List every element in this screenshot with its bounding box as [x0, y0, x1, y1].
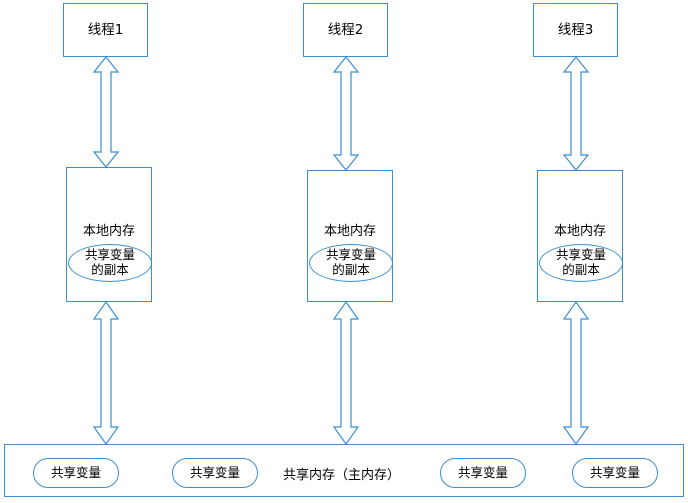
shared-variable-label: 共享变量: [589, 464, 640, 480]
local-memory-box-3: 本地内存 共享变量 的副本: [537, 170, 623, 302]
shared-memory-label: 共享内存（主内存）: [283, 468, 401, 483]
thread-box-2: 线程2: [303, 3, 388, 57]
arrow-local-memory-3-to-shared-memory: [562, 300, 590, 446]
local-memory-label: 本地内存: [82, 224, 135, 239]
shared-variable-label: 共享变量: [50, 464, 101, 480]
copy-label-line2: 的副本: [332, 262, 370, 277]
shared-variable-pill-1: 共享变量: [33, 458, 119, 488]
shared-variable-label: 共享变量: [189, 464, 240, 480]
shared-variable-label: 共享变量: [457, 464, 508, 480]
copy-label-line1: 共享变量: [555, 247, 606, 263]
arrow-thread-2-to-local-memory-2: [332, 56, 360, 171]
copy-label-line2: 的副本: [562, 262, 600, 277]
thread-label: 线程1: [87, 21, 124, 38]
arrow-thread-1-to-local-memory-1: [92, 56, 120, 168]
copy-label-line1: 共享变量: [84, 247, 135, 263]
copy-label-line2: 的副本: [91, 262, 129, 277]
local-memory-box-1: 本地内存 共享变量 的副本: [66, 167, 152, 302]
local-memory-box-2: 本地内存 共享变量 的副本: [307, 170, 393, 302]
arrow-thread-3-to-local-memory-3: [562, 56, 590, 171]
local-memory-label: 本地内存: [323, 224, 376, 239]
shared-variable-copy-3: 共享变量 的副本: [539, 244, 623, 282]
thread-box-1: 线程1: [63, 3, 148, 57]
shared-variable-pill-3: 共享变量: [440, 458, 526, 488]
thread-label: 线程2: [327, 21, 364, 38]
copy-label-line1: 共享变量: [325, 247, 376, 263]
shared-variable-pill-4: 共享变量: [572, 458, 658, 488]
shared-variable-copy-2: 共享变量 的副本: [309, 244, 393, 282]
shared-variable-copy-1: 共享变量 的副本: [68, 244, 152, 282]
thread-label: 线程3: [557, 21, 594, 38]
arrow-local-memory-1-to-shared-memory: [92, 300, 120, 446]
arrow-local-memory-2-to-shared-memory: [332, 300, 360, 446]
shared-variable-pill-2: 共享变量: [172, 458, 258, 488]
thread-box-3: 线程3: [533, 3, 618, 57]
local-memory-label: 本地内存: [553, 224, 606, 239]
